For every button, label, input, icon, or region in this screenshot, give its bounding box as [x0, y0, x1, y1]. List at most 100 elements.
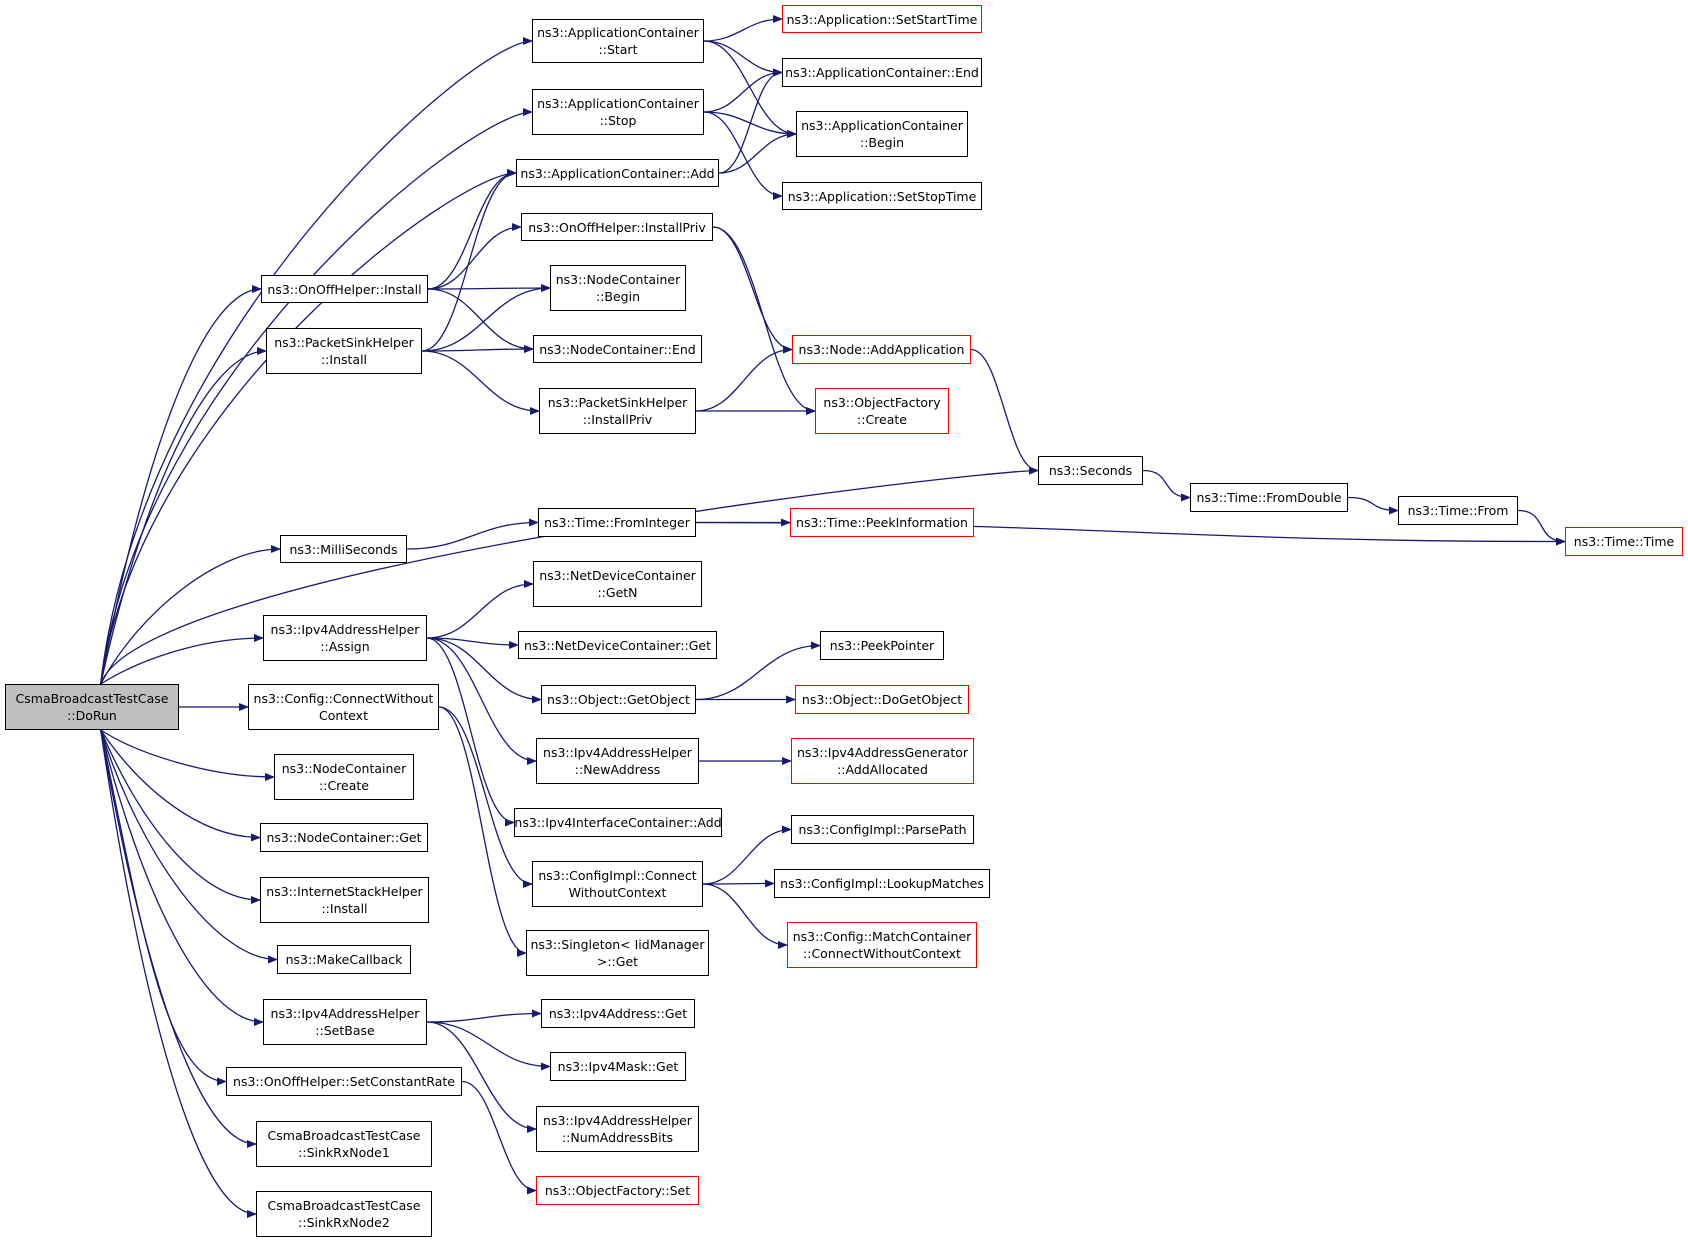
node-nc-get[interactable]: ns3::NodeContainer::Get: [260, 823, 428, 852]
node-sinkrxnode1[interactable]: CsmaBroadcastTestCase::SinkRxNode1: [256, 1121, 432, 1167]
node-nc-end[interactable]: ns3::NodeContainer::End: [533, 335, 702, 363]
node-ndc-getn[interactable]: ns3::NetDeviceContainer::GetN: [533, 561, 702, 607]
edge-setConstRate-to-ofSet: [461, 1080, 537, 1195]
edge-getObject-to-peekPointer: [695, 641, 821, 701]
edge-cfgConnect-to-cimplConnect: [438, 706, 533, 888]
edge-pshInstall-to-appAdd: [421, 169, 517, 352]
edge-setBase-to-ipv4MaskGet: [426, 1021, 551, 1071]
edge-pshInstall-to-pshInstallPriv: [421, 350, 540, 415]
edge-onoffInstall-to-ncBegin: [427, 284, 551, 293]
node-nc-create[interactable]: ns3::NodeContainer::Create: [274, 754, 414, 800]
edge-root-to-makeCb: [100, 729, 278, 964]
node-app-setstarttime[interactable]: ns3::Application::SetStartTime: [782, 5, 982, 33]
node-ipv4-assign[interactable]: ns3::Ipv4AddressHelper::Assign: [263, 615, 427, 661]
edge-cimplConnect-to-matchCont: [702, 883, 788, 949]
node-ipv4address-get[interactable]: ns3::Ipv4Address::Get: [541, 999, 695, 1028]
edge-root-to-ishInstall: [100, 729, 261, 904]
node-getobject[interactable]: ns3::Object::GetObject: [541, 685, 696, 714]
node-onoff-installpriv[interactable]: ns3::OnOffHelper::InstallPriv: [521, 213, 713, 241]
edge-root-to-appStart: [100, 37, 533, 685]
node-addallocated[interactable]: ns3::Ipv4AddressGenerator::AddAllocated: [791, 738, 974, 784]
node-add-application[interactable]: ns3::Node::AddApplication: [792, 335, 971, 364]
edge-root-to-milli: [100, 545, 281, 685]
edge-cimplConnect-to-parsePath: [702, 825, 792, 885]
edge-onoffInstallPriv-to-nodeAddApp: [712, 226, 793, 354]
edge-milli-to-fromInteger: [406, 518, 539, 550]
node-psh-install[interactable]: ns3::PacketSinkHelper::Install: [266, 328, 422, 374]
edge-cimplConnect-to-lookup: [702, 879, 775, 888]
node-onoff-install[interactable]: ns3::OnOffHelper::Install: [261, 275, 428, 303]
edge-root-to-appAdd: [100, 169, 517, 685]
node-app-start[interactable]: ns3::ApplicationContainer::Start: [532, 19, 704, 63]
node-app-end[interactable]: ns3::ApplicationContainer::End: [782, 58, 982, 87]
edge-ipv4Assign-to-ndcGet: [426, 637, 519, 649]
edge-root-to-setBase: [100, 729, 264, 1026]
node-time-from[interactable]: ns3::Time::From: [1398, 496, 1518, 525]
node-psh-installpriv[interactable]: ns3::PacketSinkHelper::InstallPriv: [539, 388, 696, 434]
edge-onoffInstall-to-appAdd: [427, 169, 517, 290]
edge-root-to-ncGet: [100, 729, 261, 842]
node-ish-install[interactable]: ns3::InternetStackHelper::Install: [260, 877, 429, 923]
node-peekinfo[interactable]: ns3::Time::PeekInformation: [790, 508, 974, 537]
edge-timeFrom-to-timeTime: [1517, 509, 1566, 546]
edge-pshInstall-to-ncEnd: [421, 345, 534, 354]
edge-setBase-to-ipv4AddrGet: [426, 1009, 542, 1023]
edge-nodeAddApp-to-seconds: [970, 348, 1039, 475]
edge-cfgConnect-to-singleton: [438, 706, 527, 957]
node-nc-begin[interactable]: ns3::NodeContainer::Begin: [550, 265, 686, 311]
node-app-stop[interactable]: ns3::ApplicationContainer::Stop: [532, 89, 704, 135]
node-fromint[interactable]: ns3::Time::FromInteger: [538, 508, 696, 537]
edge-onoffInstallPriv-to-ofCreate: [712, 226, 816, 415]
edge-root-to-ncCreate: [100, 729, 275, 781]
node-dogetobject[interactable]: ns3::Object::DoGetObject: [795, 685, 969, 714]
node-singleton[interactable]: ns3::Singleton< IidManager >::Get: [526, 930, 709, 976]
edge-onoffInstall-to-ncEnd: [427, 288, 534, 353]
node-time-time[interactable]: ns3::Time::Time: [1565, 527, 1683, 556]
edge-root-to-pshInstall: [100, 347, 267, 685]
edge-fromDouble-to-timeFrom: [1347, 496, 1399, 515]
edge-appAdd-to-appBegin: [718, 130, 797, 174]
node-iic-add[interactable]: ns3::Ipv4InterfaceContainer::Add: [514, 808, 722, 837]
edge-onoffInstall-to-onoffInstallPriv: [427, 223, 522, 290]
node-parsepath[interactable]: ns3::ConfigImpl::ParsePath: [791, 815, 974, 844]
edge-ipv4Assign-to-iicAdd: [426, 637, 515, 827]
node-seconds[interactable]: ns3::Seconds: [1038, 456, 1143, 485]
node-of-set[interactable]: ns3::ObjectFactory::Set: [536, 1176, 699, 1205]
edge-appStart-to-appEnd: [703, 40, 783, 77]
edge-appStop-to-appEnd: [703, 68, 783, 113]
node-sinkrxnode2[interactable]: CsmaBroadcastTestCase::SinkRxNode2: [256, 1191, 432, 1237]
edge-ipv4Assign-to-ndcGetN: [426, 580, 534, 639]
edge-appStart-to-appSetStart: [703, 15, 783, 42]
node-app-setstoptime[interactable]: ns3::Application::SetStopTime: [782, 182, 982, 210]
node-app-begin[interactable]: ns3::ApplicationContainer::Begin: [796, 111, 968, 157]
edge-seconds-to-fromDouble: [1142, 469, 1191, 502]
edge-appStart-to-appBegin: [703, 40, 797, 138]
node-ndc-get[interactable]: ns3::NetDeviceContainer::Get: [518, 631, 717, 659]
node-numaddressbits[interactable]: ns3::Ipv4AddressHelper::NumAddressBits: [536, 1106, 699, 1152]
node-ipv4mask-get[interactable]: ns3::Ipv4Mask::Get: [550, 1052, 686, 1081]
edge-ipv4Assign-to-newAddress: [426, 637, 537, 765]
node-of-create[interactable]: ns3::ObjectFactory::Create: [815, 388, 949, 434]
node-fromdouble[interactable]: ns3::Time::FromDouble: [1190, 483, 1348, 512]
node-app-add[interactable]: ns3::ApplicationContainer::Add: [516, 159, 719, 187]
node-lookupmatches[interactable]: ns3::ConfigImpl::LookupMatches: [774, 869, 990, 898]
edge-root-to-ipv4Assign: [100, 634, 264, 685]
edge-pshInstallPriv-to-nodeAddApp: [695, 345, 793, 412]
edge-root-to-onoffInstall: [100, 285, 262, 685]
node-setconstantrate[interactable]: ns3::OnOffHelper::SetConstantRate: [226, 1067, 462, 1096]
edge-pshInstall-to-ncBegin: [421, 284, 551, 352]
node-milliseconds[interactable]: ns3::MilliSeconds: [280, 535, 407, 563]
node-peekpointer[interactable]: ns3::PeekPointer: [820, 631, 944, 660]
edge-appAdd-to-appEnd: [718, 68, 783, 174]
edge-appStop-to-appSetStop: [703, 111, 783, 200]
edge-root-to-sink1: [100, 729, 257, 1148]
edge-root-to-appStop: [100, 108, 533, 685]
root-node: CsmaBroadcastTestCase::DoRun: [5, 684, 179, 730]
node-matchcontainer[interactable]: ns3::Config::MatchContainer::ConnectWith…: [787, 922, 977, 968]
node-setbase[interactable]: ns3::Ipv4AddressHelper::SetBase: [263, 999, 427, 1045]
node-newaddress[interactable]: ns3::Ipv4AddressHelper::NewAddress: [536, 738, 699, 784]
node-makecallback[interactable]: ns3::MakeCallback: [277, 945, 411, 974]
